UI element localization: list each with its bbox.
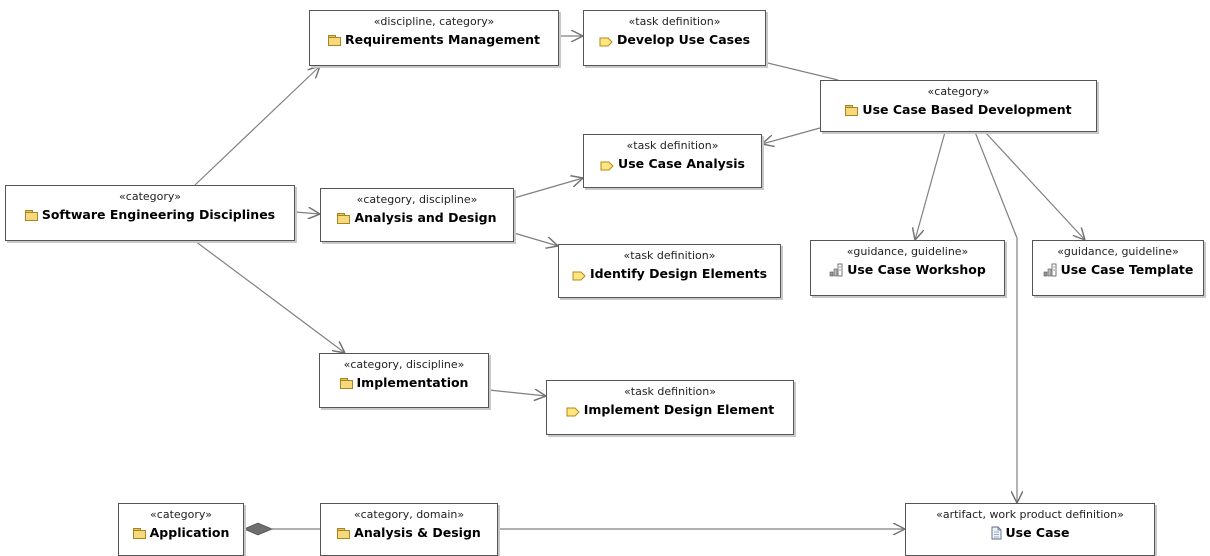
node-label: Use Case Analysis — [618, 156, 745, 171]
node-label: Implementation — [356, 375, 469, 390]
node-label: Analysis & Design — [354, 525, 481, 540]
node-develop-use-cases[interactable]: «task definition» Develop Use Cases — [583, 10, 766, 66]
node-stereotype: «category» — [150, 508, 212, 521]
node-stereotype: «artifact, work product definition» — [936, 508, 1124, 521]
node-implement-design-element[interactable]: «task definition» Implement Design Eleme… — [546, 380, 794, 435]
node-stereotype: «category, discipline» — [343, 358, 465, 371]
node-label: Use Case Based Development — [862, 102, 1072, 117]
node-stereotype: «discipline, category» — [373, 15, 495, 28]
document-icon — [991, 526, 1002, 540]
node-identify-design-elements[interactable]: «task definition» Identify Design Elemen… — [558, 244, 781, 298]
edge-implementation-to-implement_de — [488, 390, 546, 396]
node-label: Requirements Management — [344, 32, 541, 47]
folder-icon — [327, 35, 341, 46]
task-icon — [572, 269, 586, 280]
edge-sw_eng_disc-to-implementation — [194, 240, 345, 353]
node-stereotype: «category, discipline» — [356, 193, 478, 206]
node-stereotype: «guidance, guideline» — [1057, 245, 1179, 258]
node-requirements-management[interactable]: «discipline, category» Requirements Mana… — [309, 10, 559, 66]
node-stereotype: «task definition» — [628, 15, 721, 28]
edge-uc_based_dev-to-uc_analysis — [762, 127, 821, 144]
folder-icon — [337, 528, 351, 539]
node-use-case-workshop[interactable]: «guidance, guideline» Use Case Workshop — [810, 240, 1005, 296]
node-stereotype: «task definition» — [623, 249, 716, 262]
task-icon — [599, 35, 613, 46]
node-stereotype: «task definition» — [626, 139, 719, 152]
node-stereotype: «guidance, guideline» — [846, 245, 969, 258]
node-use-case-analysis[interactable]: «task definition» Use Case Analysis — [583, 134, 762, 188]
guideline-icon — [829, 263, 843, 277]
edge-sw_eng_disc-to-req_mgmt — [194, 66, 320, 186]
folder-icon — [132, 528, 146, 539]
edge-sw_eng_disc-to-analysis_design — [294, 212, 320, 214]
node-stereotype: «category, domain» — [353, 508, 465, 521]
edge-uc_based_dev-to-uc_workshop — [915, 131, 946, 240]
task-icon — [566, 405, 580, 416]
edge-analysis_design-to-identify_de — [513, 232, 558, 246]
node-analysis-amp-design[interactable]: «category, domain» Analysis & Design — [320, 503, 498, 556]
node-analysis-and-design[interactable]: «category, discipline» Analysis and Desi… — [320, 188, 514, 242]
node-stereotype: «category» — [119, 190, 181, 203]
node-stereotype: «task definition» — [624, 385, 716, 398]
node-label: Analysis and Design — [354, 210, 497, 225]
node-label: Use Case — [1005, 525, 1070, 540]
node-use-case[interactable]: «artifact, work product definition» Use … — [905, 503, 1155, 556]
node-software-engineering-disciplines[interactable]: «category» Software Engineering Discipli… — [5, 185, 295, 241]
folder-icon — [24, 210, 38, 221]
composition-diamond — [242, 522, 274, 536]
node-label: Implement Design Element — [583, 402, 775, 417]
edge-uc_based_dev-to-uc_template — [984, 131, 1085, 240]
edge-analysis_design-to-uc_analysis — [513, 178, 583, 199]
node-label: Software Engineering Disciplines — [41, 207, 276, 222]
node-label: Use Case Workshop — [847, 262, 986, 277]
node-label: Develop Use Cases — [616, 32, 751, 47]
node-stereotype: «category» — [927, 85, 990, 98]
node-label: Application — [149, 525, 230, 540]
folder-icon — [845, 105, 859, 116]
edges-layer — [194, 36, 1085, 536]
node-use-case-based-development[interactable]: «category» Use Case Based Development — [820, 80, 1097, 132]
node-application[interactable]: «category» Application — [118, 503, 244, 556]
node-implementation[interactable]: «category, discipline» Implementation — [319, 353, 489, 408]
node-use-case-template[interactable]: «guidance, guideline» Use Case Template — [1032, 240, 1204, 296]
folder-icon — [337, 213, 351, 224]
node-label: Use Case Template — [1060, 262, 1194, 277]
folder-icon — [339, 378, 353, 389]
task-icon — [600, 159, 614, 170]
node-label: Identify Design Elements — [589, 266, 768, 281]
guideline-icon — [1043, 263, 1057, 277]
edge-uc_based_dev-to-use_case — [974, 131, 1017, 503]
